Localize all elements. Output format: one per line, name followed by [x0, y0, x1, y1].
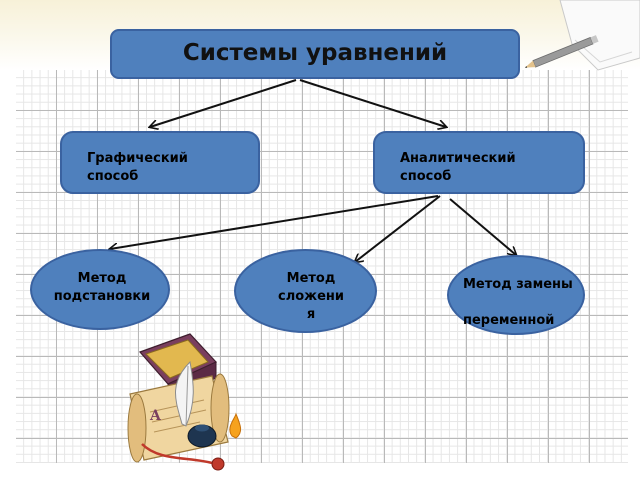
- substitution-method-label: Метод подстановки: [53, 271, 151, 304]
- arrow-title-to-graphic: [150, 79, 297, 127]
- replacement-method-oval: Метод замены переменной: [447, 255, 585, 335]
- analytic-method-box: Аналитический способ: [373, 131, 585, 194]
- scroll-quill-inkwell-icon: A: [127, 333, 242, 471]
- analytic-method-label: Аналитический способ: [400, 151, 516, 184]
- addition-method-oval: Метод сложени я: [234, 249, 377, 333]
- arrow-title-to-analytic: [299, 79, 446, 127]
- pencil-icon: [524, 35, 599, 68]
- substitution-method-oval: Метод подстановки: [30, 249, 170, 330]
- graphic-method-label: Графический способ: [87, 151, 188, 184]
- svg-text:A: A: [149, 408, 162, 424]
- arrow-analytic-to-substitution: [110, 195, 439, 249]
- diagram-title: Системы уравнений: [182, 40, 448, 66]
- diagram-title-box: Системы уравнений: [110, 29, 520, 79]
- arrow-analytic-to-replacement: [449, 198, 516, 255]
- replacement-method-label: Метод замены переменной: [463, 277, 573, 328]
- addition-method-label: Метод сложени я: [277, 271, 344, 322]
- graphic-method-box: Графический способ: [60, 131, 260, 194]
- arrow-analytic-to-addition: [355, 195, 441, 262]
